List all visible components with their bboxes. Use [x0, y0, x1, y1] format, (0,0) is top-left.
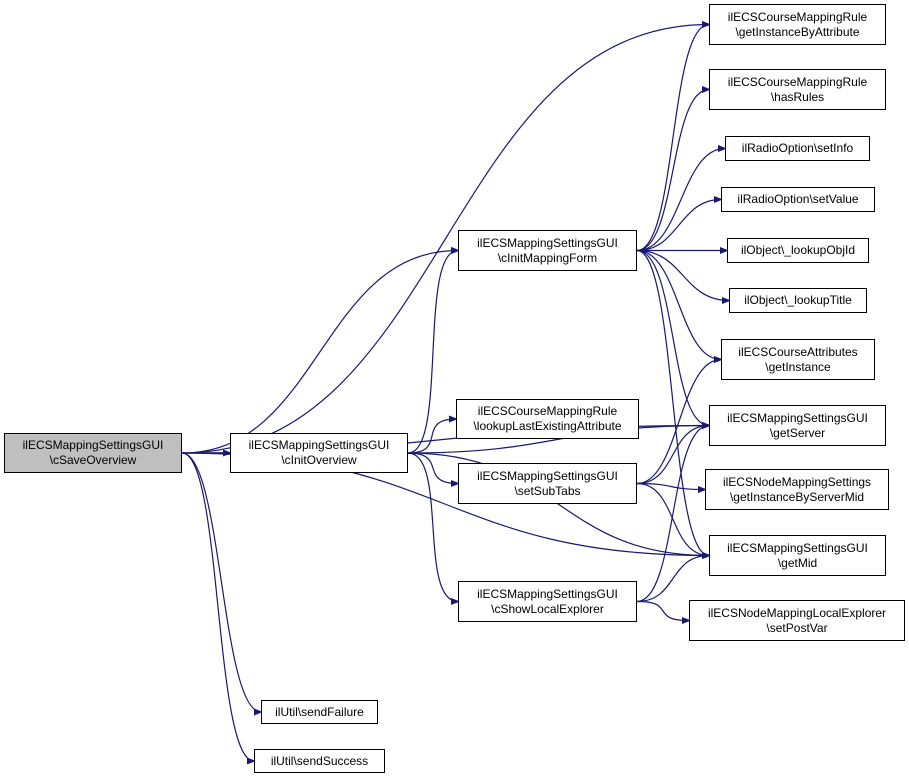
node-get-server-line1: ilECSMappingSettingsGUI [727, 410, 868, 425]
node-set-post-var-line2: \setPostVar [766, 620, 828, 635]
edge-initOverview-to-lookupLastAttr [407, 419, 456, 454]
node-lookup-last-existing-attribute-line1: ilECSCourseMappingRule [477, 404, 618, 418]
edge-initMappingForm-to-setValue [636, 200, 721, 252]
node-get-instance-by-server-mid[interactable]: ilECSNodeMappingSettings \getInstanceByS… [705, 469, 889, 510]
node-get-server-line2: \getServer [769, 425, 826, 440]
node-get-instance-by-server-mid-line1: ilECSNodeMappingSettings [722, 474, 872, 489]
node-set-info[interactable]: ilRadioOption\setInfo [725, 136, 870, 161]
node-save-overview-line2: \cSaveOverview [49, 453, 137, 467]
node-has-rules[interactable]: ilECSCourseMappingRule \hasRules [709, 69, 886, 110]
node-set-sub-tabs-line1: ilECSMappingSettingsGUI [477, 468, 618, 483]
edge-initOverview-to-getMid [407, 452, 709, 556]
node-set-post-var[interactable]: ilECSNodeMappingLocalExplorer \setPostVa… [689, 600, 905, 641]
node-set-sub-tabs[interactable]: ilECSMappingSettingsGUI \setSubTabs [458, 463, 637, 504]
edge-setSubTabs-to-getMid [636, 482, 709, 556]
node-course-attributes-get-instance-line2: \getInstance [765, 359, 831, 374]
node-lookup-title-line1: ilObject\_lookupTitle [744, 293, 852, 307]
node-course-attributes-get-instance-line1: ilECSCourseAttributes [738, 344, 858, 359]
edge-showLocalExplorer-to-getMid [636, 556, 709, 603]
node-init-overview[interactable]: ilECSMappingSettingsGUI \cInitOverview [230, 433, 408, 473]
edge-initOverview-to-showLocalExplorer [407, 452, 458, 602]
node-send-failure[interactable]: ilUtil\sendFailure [261, 700, 378, 724]
edge-initMappingForm-to-getMid [636, 249, 709, 556]
node-show-local-explorer-line1: ilECSMappingSettingsGUI [477, 586, 618, 601]
edge-setSubTabs-to-getServer [636, 426, 709, 485]
node-get-mid-line2: \getMid [777, 555, 818, 570]
node-get-mid[interactable]: ilECSMappingSettingsGUI \getMid [709, 535, 886, 576]
edge-showLocalExplorer-to-setPostVar [636, 600, 689, 621]
node-get-mid-line1: ilECSMappingSettingsGUI [727, 540, 868, 555]
node-send-failure-line1: ilUtil\sendFailure [275, 704, 364, 719]
edge-saveOverview-to-getInstanceByAttr [181, 25, 709, 454]
node-get-instance-by-server-mid-line2: \getInstanceByServerMid [729, 489, 865, 504]
edge-initOverview-to-initMappingForm [407, 251, 458, 454]
edge-initMappingForm-to-attrGetInstance [636, 249, 721, 360]
node-init-overview-line2: \cInitOverview [281, 453, 357, 467]
node-get-server[interactable]: ilECSMappingSettingsGUI \getServer [709, 405, 886, 446]
node-set-value[interactable]: ilRadioOption\setValue [721, 187, 875, 212]
edge-saveOverview-to-sendSuccess [181, 452, 254, 761]
node-get-instance-by-attribute-line2: \getInstanceByAttribute [735, 24, 860, 39]
node-has-rules-line2: \hasRules [770, 89, 825, 104]
node-init-mapping-form-line2: \cInitMappingForm [497, 250, 598, 265]
node-init-mapping-form[interactable]: ilECSMappingSettingsGUI \cInitMappingFor… [458, 230, 637, 271]
node-get-instance-by-attribute-line1: ilECSCourseMappingRule [727, 9, 868, 24]
node-send-success[interactable]: ilUtil\sendSuccess [254, 749, 385, 773]
edge-setSubTabs-to-attrGetInstance [636, 360, 721, 485]
node-course-attributes-get-instance[interactable]: ilECSCourseAttributes \getInstance [721, 339, 875, 380]
edge-initMappingForm-to-hasRules [636, 90, 709, 252]
edge-initOverview-to-setSubTabs [407, 452, 458, 484]
node-send-success-line1: ilUtil\sendSuccess [270, 753, 369, 768]
node-show-local-explorer[interactable]: ilECSMappingSettingsGUI \cShowLocalExplo… [458, 581, 637, 622]
node-set-post-var-line1: ilECSNodeMappingLocalExplorer [707, 605, 887, 620]
node-set-value-line1: ilRadioOption\setValue [737, 192, 859, 206]
edge-showLocalExplorer-to-getServer [636, 426, 709, 603]
node-lookup-last-existing-attribute[interactable]: ilECSCourseMappingRule \lookupLastExisti… [456, 399, 639, 439]
edge-initMappingForm-to-lookupTitle [636, 249, 729, 301]
edge-initOverview-to-getServer [407, 426, 709, 454]
node-has-rules-line1: ilECSCourseMappingRule [727, 74, 868, 89]
node-lookup-title[interactable]: ilObject\_lookupTitle [729, 288, 867, 313]
node-set-info-line1: ilRadioOption\setInfo [741, 141, 854, 155]
node-lookup-last-existing-attribute-line2: \lookupLastExistingAttribute [473, 419, 622, 433]
edge-initMappingForm-to-getServer [636, 249, 709, 426]
edge-setSubTabs-to-getInstanceByServer [636, 482, 705, 490]
node-set-sub-tabs-line2: \setSubTabs [514, 483, 581, 498]
node-init-mapping-form-line1: ilECSMappingSettingsGUI [477, 235, 618, 250]
node-show-local-explorer-line2: \cShowLocalExplorer [491, 601, 604, 616]
node-get-instance-by-attribute[interactable]: ilECSCourseMappingRule \getInstanceByAtt… [709, 4, 886, 45]
node-lookup-obj-id-line1: ilObject\_lookupObjId [740, 243, 856, 257]
node-save-overview: ilECSMappingSettingsGUI \cSaveOverview [4, 433, 182, 473]
node-lookup-obj-id[interactable]: ilObject\_lookupObjId [727, 238, 869, 263]
edge-initMappingForm-to-setInfo [636, 149, 725, 252]
node-init-overview-line1: ilECSMappingSettingsGUI [248, 438, 390, 452]
edge-saveOverview-to-initMappingForm [181, 251, 458, 454]
edge-saveOverview-to-sendFailure [181, 452, 261, 712]
edge-initMappingForm-to-getInstanceByAttr [636, 25, 709, 252]
node-save-overview-line1: ilECSMappingSettingsGUI [22, 438, 164, 452]
